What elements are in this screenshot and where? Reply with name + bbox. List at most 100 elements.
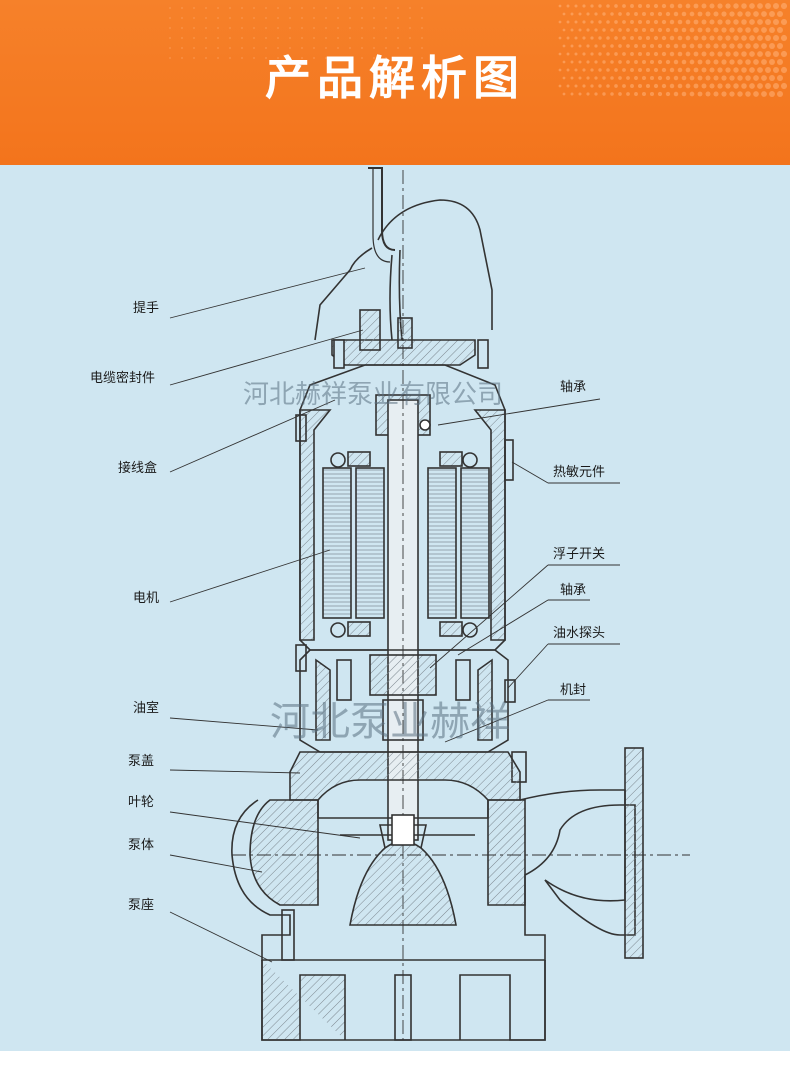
header-dot [574,4,578,8]
header-dot [598,84,602,88]
header-dot [217,17,219,19]
header-dot [681,27,687,33]
header-dot [409,57,411,59]
header-dot [229,47,231,49]
header-dot [717,19,723,25]
header-dot [638,68,642,72]
header-dot [677,19,683,25]
header-dot [677,67,683,73]
header-dot [373,27,375,29]
header-dot [729,59,735,65]
header-dot [373,37,375,39]
label-oil-water-probe: 油水探头 [553,626,605,641]
header-dot [769,75,775,81]
header-dot [701,51,707,57]
header-dot [741,3,747,9]
header-dot [313,47,315,49]
header-dot [614,68,618,72]
header-dot [289,17,291,19]
header-dot [673,75,679,81]
header-dot [685,67,691,73]
header-dot [614,20,618,24]
header-dot [657,27,663,33]
header-dot [590,68,594,72]
label-handle: 提手 [133,300,159,316]
header-dot [669,35,675,41]
header-dot [630,68,634,72]
header-dot [586,12,590,16]
header-dot [630,36,634,40]
header-dot [772,18,780,26]
header-dot [301,47,303,49]
header-dot [717,67,723,73]
header-dot [594,92,598,96]
header-dot [693,51,699,57]
header-dot [638,84,642,88]
header-dot [677,3,683,9]
header-dot [745,43,751,49]
header-dot [753,11,759,17]
header-dot [765,35,771,41]
header-dot [653,67,659,73]
header-dot [169,17,171,19]
header-dot [602,44,606,48]
header-dot [594,76,598,80]
header-dot [602,12,606,16]
header-dot [757,3,763,9]
header-dot [681,59,687,65]
header-dot [602,76,606,80]
header-dot [265,27,267,29]
header-dot [642,76,646,80]
header-dot [421,17,423,19]
header-dot [181,7,183,9]
header-dot [397,27,399,29]
header-dot [277,47,279,49]
header-dot [685,51,691,57]
header-dot [421,47,423,49]
header-dot [289,37,291,39]
header-dot [562,28,566,32]
header-dot [772,50,780,58]
header-dot [657,59,663,65]
label-motor: 电机 [133,591,159,606]
bottom-strip [0,1051,790,1073]
header-dot [689,27,695,33]
header-dot [761,11,767,17]
header-dot [606,36,610,40]
header-dot [193,27,195,29]
header-dot [570,12,574,16]
header-dot [713,91,719,97]
header-dot [229,27,231,29]
header-dot [586,44,590,48]
header-dot [749,83,755,89]
header-dot [705,27,711,33]
header-dot [642,12,646,16]
header-dot [169,37,171,39]
label-bearing-top: 轴承 [560,380,586,395]
header-dot [626,12,630,16]
header-dot [753,75,759,81]
header-dot [721,11,727,17]
header-dot [693,83,699,89]
header-dot [705,43,711,49]
header-dot [673,11,679,17]
header-dot [421,37,423,39]
pump-drawing [231,167,690,1041]
header-dot [753,27,759,33]
header-dot [614,36,618,40]
header-dot [409,27,411,29]
header-dot [761,43,767,49]
header-dot [606,20,610,24]
header-dot [772,82,780,90]
header-dot [241,27,243,29]
header-dot [669,67,675,73]
header-dot [574,52,578,56]
header-dot [749,19,755,25]
header-dot [745,27,751,33]
header-dot [677,35,683,41]
header-dot [657,91,663,97]
header-dot [397,7,399,9]
header-dot [169,27,171,29]
header-dot [598,36,602,40]
header-dot [697,27,703,33]
